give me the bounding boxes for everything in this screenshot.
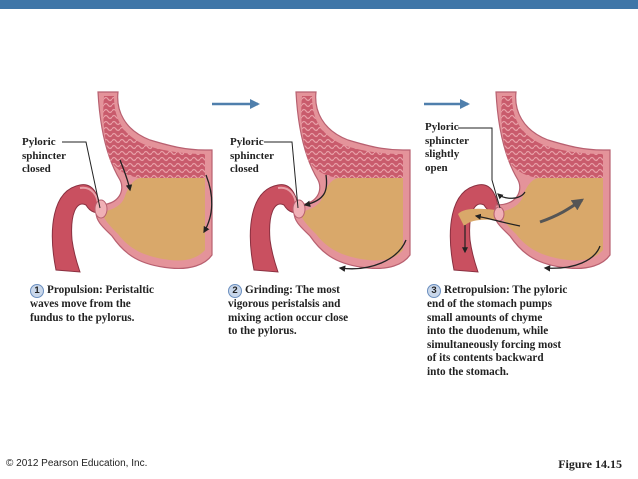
step-number-badge: 1 [30, 284, 44, 298]
label-line: sphincter [230, 149, 274, 162]
step-number-badge: 2 [228, 284, 242, 298]
stomach-panel-3 [449, 91, 611, 273]
stomach-panel-2 [249, 91, 411, 273]
label-line: closed [230, 163, 259, 175]
figure-number: Figure 14.15 [558, 457, 622, 471]
chyme [102, 178, 205, 261]
caption-line: small amounts of chyme [427, 311, 543, 324]
caption-line: fundus to the pylorus. [30, 311, 135, 324]
caption-line: into the stomach. [427, 365, 509, 378]
label-line: Pyloric [425, 121, 459, 133]
duodenum [51, 184, 101, 273]
stomach-rugae [103, 96, 205, 178]
caption-line: mixing action occur close [228, 311, 349, 324]
label-line: Pyloric [230, 136, 264, 148]
caption-line: waves move from the [30, 298, 131, 310]
label-line: Pyloric [22, 136, 56, 148]
caption-line: into the duodenum, while [427, 325, 549, 337]
caption-lead-text: Propulsion: Peristaltic [47, 284, 154, 296]
stomach-panel-1 [51, 91, 213, 273]
caption-line: of its contents backward [427, 352, 544, 364]
top-accent-bar [0, 0, 638, 9]
pyloric-label-panel-1: Pyloric sphincter closed [22, 136, 66, 177]
retropulsion-arrows-panel-3 [462, 191, 601, 272]
pyloric-sphincter [94, 199, 108, 219]
label-line: sphincter [425, 134, 469, 147]
peristalsis-arrows-panel-1 [119, 159, 213, 234]
copyright-notice: © 2012 Pearson Education, Inc. [6, 458, 148, 469]
label-line: sphincter [22, 149, 66, 162]
caption-line: vigorous peristalsis and [228, 298, 341, 310]
label-leader-lines [62, 127, 501, 209]
step-number-badge: 3 [427, 284, 441, 298]
pyloric-label-panel-2: Pyloric sphincter closed [230, 136, 274, 177]
label-line: open [425, 161, 448, 174]
caption-line: to the pylorus. [228, 325, 297, 337]
caption-line: end of the stomach pumps [427, 298, 552, 310]
label-line: closed [22, 163, 51, 175]
caption-lead-text: Grinding: The most [245, 284, 340, 296]
peristalsis-arrows-panel-2 [303, 174, 407, 272]
pyloric-label-panel-3: Pyloric sphincter slightly open [425, 121, 469, 175]
caption-line: simultaneously forcing most [427, 338, 562, 351]
caption-lead-text: Retropulsion: The pyloric [444, 284, 568, 296]
label-line: slightly [425, 148, 460, 160]
